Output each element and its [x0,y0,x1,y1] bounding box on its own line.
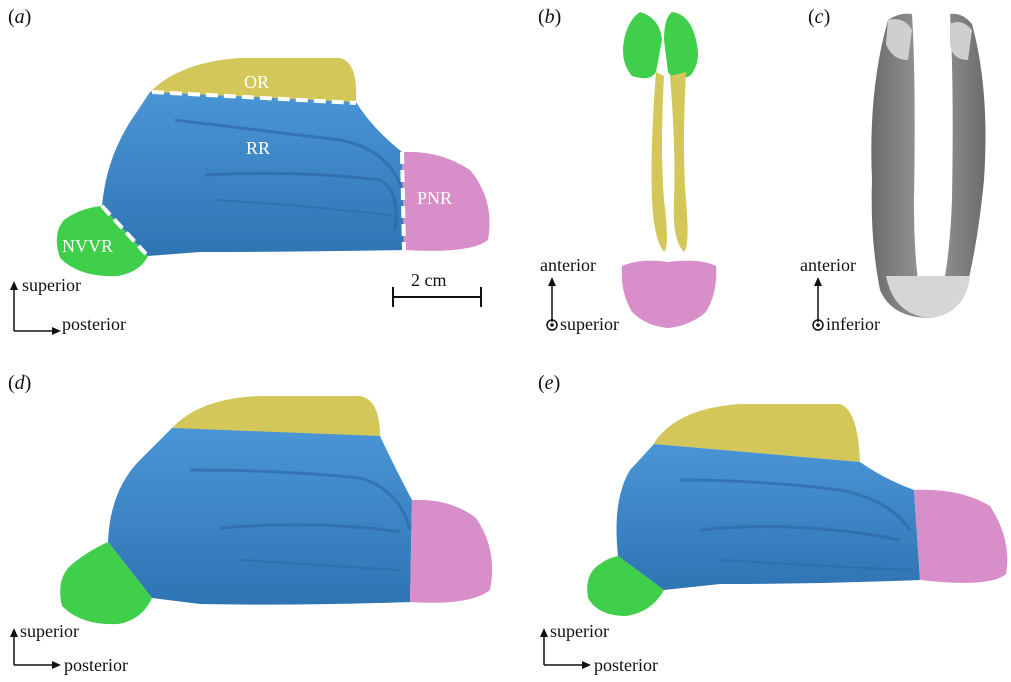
axis-label-posterior-d: posterior [64,655,128,676]
region-label-nvvr: NVVR [62,236,113,257]
axis-label-anterior-b: anterior [540,255,596,276]
panel-a-model [57,58,490,276]
region-label-rr: RR [246,138,270,159]
axis-arrows-c [813,277,823,330]
axis-label-inferior-c: inferior [826,314,880,335]
axis-label-posterior-a: posterior [62,314,126,335]
region-pnr-e [914,490,1007,583]
panel-d-model [60,396,492,624]
panel-c-model [871,14,985,318]
axis-label-posterior-e: posterior [594,655,658,676]
region-label-pnr: PNR [417,188,452,209]
panel-b-model [622,12,717,328]
axis-arrows-b [547,277,557,330]
region-nvvr-b-right [664,12,698,78]
region-nvvr-b-left [623,12,662,78]
region-label-or: OR [244,72,269,93]
panel-e-model [587,404,1007,616]
region-pnr-b [622,261,717,328]
region-or-b-left [652,72,668,252]
axis-label-superior-d: superior [20,621,79,642]
grey-body [871,14,985,318]
region-rr-d [108,428,412,605]
axis-label-superior-e: superior [550,621,609,642]
scale-bar-label: 2 cm [411,270,447,291]
axis-label-superior-a: superior [22,275,81,296]
region-or-b-right [670,72,688,252]
region-pnr-d [410,500,492,603]
axis-label-superior-b: superior [560,314,619,335]
axis-label-anterior-c: anterior [800,255,856,276]
